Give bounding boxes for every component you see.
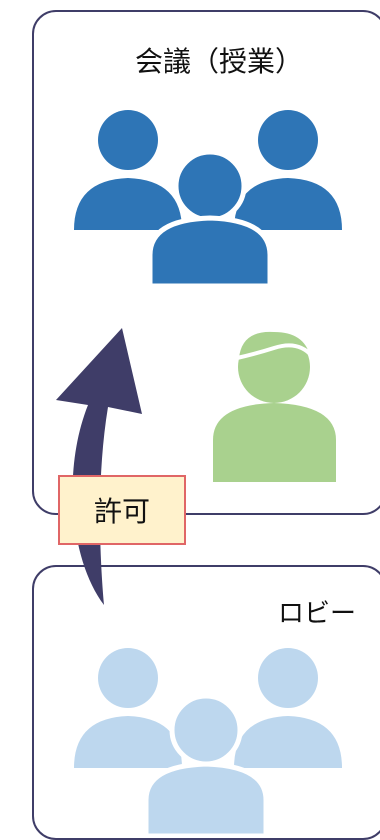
meeting-title: 会議（授業） bbox=[135, 45, 304, 78]
lobby-people-group-icon bbox=[74, 648, 342, 836]
admit-up-arrow-icon bbox=[56, 328, 142, 605]
admit-badge: 許可 bbox=[58, 475, 186, 545]
admitted-person-icon bbox=[213, 327, 336, 482]
meeting-people-group-icon bbox=[74, 110, 342, 289]
lobby-title: ロビー bbox=[278, 599, 357, 629]
